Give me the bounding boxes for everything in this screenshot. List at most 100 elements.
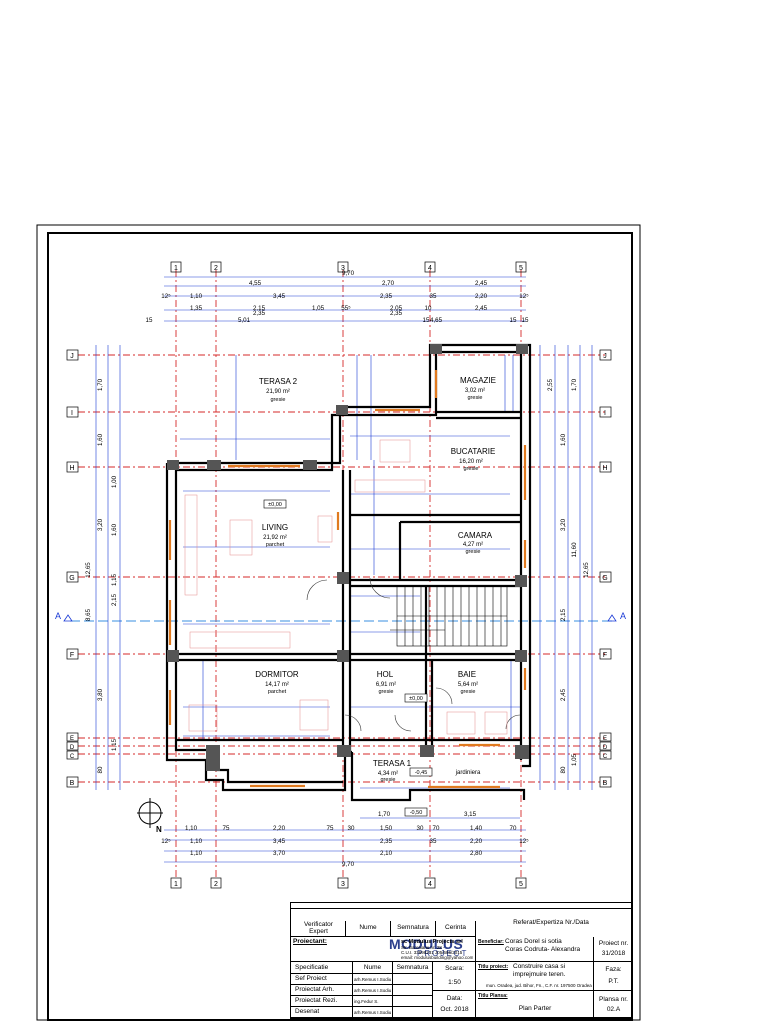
dim-right-6: 2,15 — [560, 608, 567, 621]
dim-top-overall: 9,70 — [342, 270, 355, 277]
dim-right-4: 11,60 — [571, 542, 578, 558]
dim-bottom-1-b: 3,15 — [464, 811, 477, 818]
dim-left-9: 3,80 — [97, 688, 104, 701]
modulus-logo: MODULUS PROJECT — [389, 936, 473, 959]
room-area-terasa-1: 4,34 m² — [378, 771, 398, 777]
room-area-camara: 4,27 m² — [463, 542, 483, 548]
room-finish-terasa-2: gresie — [271, 397, 286, 403]
sheet-outer-frame — [36, 224, 641, 1021]
tb-proiectat-arh: Proiectat Arh. — [291, 985, 353, 996]
dim-bottom-2-j: 70 — [510, 825, 517, 832]
dim-right-7: 2,45 — [560, 688, 567, 701]
room-finish-hol: gresie — [379, 689, 394, 695]
tb-desenat: Desenat — [291, 1007, 353, 1018]
dim-bottom-4-d: 2,80 — [470, 850, 483, 857]
grid-col-5-bottom: 5 — [519, 881, 523, 888]
tb-proiect-nr-label: Proiect nr. — [598, 940, 629, 947]
dim-left-1: 1,70 — [97, 378, 104, 391]
dim-bottom-2-g: 30 — [417, 825, 424, 832]
tb-top-strip — [291, 903, 633, 909]
room-name-hol: HOL — [377, 670, 394, 679]
dim-top-4-g: 15 — [510, 317, 517, 324]
dim-top-3-f: 10 — [425, 305, 432, 312]
room-finish-living: parchet — [266, 542, 285, 548]
level-hol: ±0,00 — [409, 696, 423, 702]
dim-bottom-4-b: 3,70 — [273, 850, 286, 857]
dim-left-6: 2,15 — [111, 593, 118, 606]
room-name-magazie: MAGAZIE — [460, 376, 496, 385]
tb-proiectant-cell — [291, 937, 476, 962]
tb-proiectant-addr1: Str. Barcaianu nr. 28 - — [401, 945, 445, 950]
room-finish-camara: gresie — [466, 549, 481, 555]
tb-faza-cell — [594, 962, 633, 991]
dim-top-1-b: 2,70 — [382, 280, 395, 287]
dim-right-2: 2,55 — [547, 378, 554, 391]
tb-locatie: mun. Oradea, jud. Bihor, Fn., C.F. nr. 1… — [486, 983, 592, 988]
tb-specificatie: Specificatie — [291, 962, 353, 974]
dim-top-3-a: 1,35 — [190, 305, 203, 312]
dim-bottom-3-e: 35 — [430, 838, 437, 845]
grid-col-3-bottom: 3 — [341, 881, 345, 888]
dim-left-11: 80 — [97, 766, 104, 773]
grid-row-F-left: F — [70, 652, 74, 659]
room-finish-terasa-1: gresie — [381, 777, 396, 783]
room-name-terasa-1: TERASA 1 — [373, 759, 412, 768]
tb-expert: Expert — [309, 928, 328, 935]
room-finish-magazie: gresie — [468, 395, 483, 401]
tb-beneficiar-1: Coras Dorel si sotia — [505, 938, 562, 945]
tb-nume-heading-2: Nume — [353, 962, 393, 974]
dim-left-2: 1,60 — [97, 433, 104, 446]
grid-col-2-top: 2 — [214, 265, 218, 272]
tb-nume-heading: Nume — [346, 921, 391, 937]
grid-row-I-left: I — [71, 410, 73, 417]
tb-titlu-proiect-cell — [476, 962, 594, 991]
tb-scara-cell — [433, 962, 476, 991]
dim-top-4-f: 4,65 — [430, 317, 443, 324]
room-area-magazie: 3,02 m² — [465, 388, 485, 394]
room-area-baie: 5,64 m² — [458, 682, 478, 688]
tb-verificator: Verificator — [304, 921, 333, 928]
tb-scara-label: Scara: — [445, 965, 464, 972]
dim-top-4-c: 2,35 — [253, 310, 266, 317]
grid-col-4-bottom: 4 — [428, 881, 432, 888]
tb-proiectant-name: sc Modulus Projects srl — [401, 939, 463, 945]
grid-row-C-right: C — [603, 754, 608, 760]
room-finish-baie: gresie — [461, 689, 476, 695]
dim-top-3-b: 2,15 — [253, 305, 266, 312]
tb-verificator-cell — [291, 921, 346, 937]
jardiniera-label: jardiniera — [455, 770, 481, 776]
dim-top-4-b: 5,01 — [238, 317, 251, 324]
dim-top-3-d: 55⁵ — [341, 305, 351, 312]
dim-top-4-h: 15 — [522, 317, 529, 324]
tb-faza: P.T. — [608, 978, 619, 985]
tb-beneficiar-label: Beneficiar: — [478, 939, 504, 945]
tb-name-4: arh.Remus I.Sodiu — [353, 1007, 393, 1018]
grid-row-B-right: B — [603, 780, 608, 787]
tb-titlu-proiect-label: Titlu proiect: — [478, 964, 509, 970]
dim-left-3: 1,00 — [111, 475, 118, 488]
tb-name-1: arh.Remus I.Sodiu — [353, 974, 393, 985]
dim-top-2-e: 35 — [430, 293, 437, 300]
dim-bottom-1-a: 1,70 — [378, 811, 391, 818]
room-area-terasa-2: 21,90 m² — [266, 389, 290, 395]
dim-bottom-3-g: 12⁵ — [519, 838, 529, 845]
room-name-terasa-2: TERASA 2 — [259, 377, 298, 386]
room-name-bucatarie: BUCATARIE — [451, 447, 496, 456]
dim-top-2-f: 2,20 — [475, 293, 488, 300]
dim-bottom-3-a: 12⁵ — [161, 838, 171, 845]
walls — [165, 343, 532, 802]
dim-left-7: 1,15 — [111, 573, 118, 586]
dim-top-3-c: 1,05 — [312, 305, 325, 312]
room-area-hol: 6,91 m² — [376, 682, 396, 688]
grid-row-G-left: G — [69, 575, 74, 582]
grid-row-E-left: E — [70, 736, 74, 742]
dim-left-8: 1,60 — [111, 523, 118, 536]
tb-sef-proiect: Sef Proiect — [291, 974, 353, 985]
dim-top-2-c: 3,45 — [273, 293, 286, 300]
dim-bottom-overall: 9,70 — [342, 861, 355, 868]
grid-col-1-bottom: 1 — [174, 881, 178, 888]
tb-data-label: Data: — [446, 995, 463, 1002]
grid-row-H-right: H — [602, 465, 607, 472]
section-label-right: A — [620, 611, 626, 621]
